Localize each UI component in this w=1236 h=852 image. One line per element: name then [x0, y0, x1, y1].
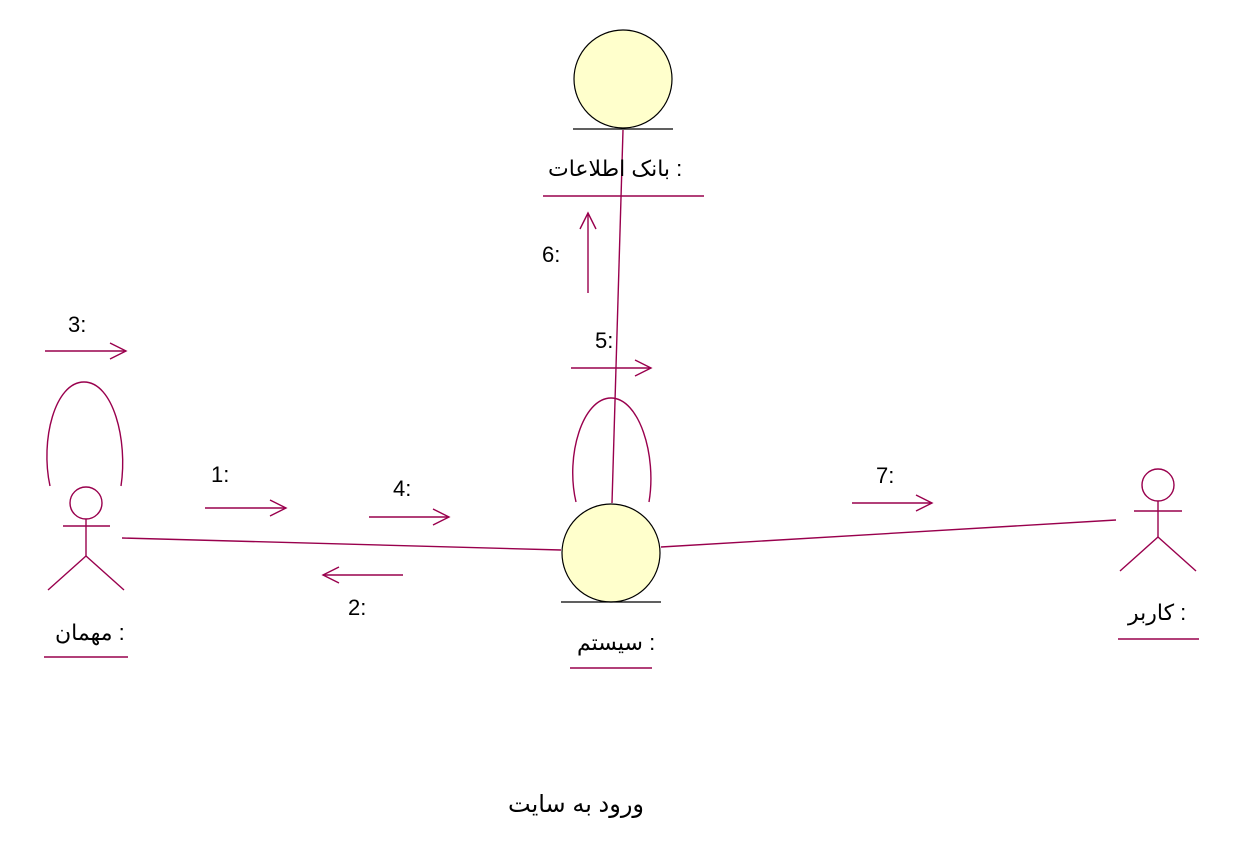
self-loop-system — [572, 397, 652, 503]
guest-actor-icon — [47, 486, 125, 591]
message-label-5: 5: — [595, 328, 614, 353]
system-object-label: : سیستم — [577, 630, 656, 655]
message-label-3: 3: — [68, 312, 87, 337]
system-entity-icon — [561, 503, 661, 603]
link-system-user — [660, 519, 1117, 548]
self-loop-guest — [46, 381, 124, 487]
user-object-label: : کاربر — [1128, 600, 1187, 625]
diagram-caption: ورود به سایت — [508, 791, 645, 818]
link-guest-system — [121, 537, 562, 551]
link-system-database — [611, 129, 624, 504]
database-object-label: : بانک اطلاعات — [548, 156, 683, 181]
arrow-m4 — [369, 508, 451, 526]
database-entity-icon — [573, 29, 673, 130]
message-label-6: 6: — [542, 242, 561, 267]
arrow-m5 — [571, 359, 653, 377]
message-label-2: 2: — [348, 595, 367, 620]
arrow-m3 — [45, 342, 128, 360]
arrow-m7 — [852, 494, 934, 512]
message-label-1: 1: — [211, 462, 230, 487]
message-label-4: 4: — [393, 476, 412, 501]
arrow-m2 — [321, 566, 403, 584]
arrow-m1 — [205, 499, 288, 517]
message-label-7: 7: — [876, 463, 895, 488]
arrow-m6 — [579, 211, 597, 293]
user-actor-icon — [1119, 468, 1197, 572]
guest-object-label: : مهمان — [55, 620, 125, 645]
